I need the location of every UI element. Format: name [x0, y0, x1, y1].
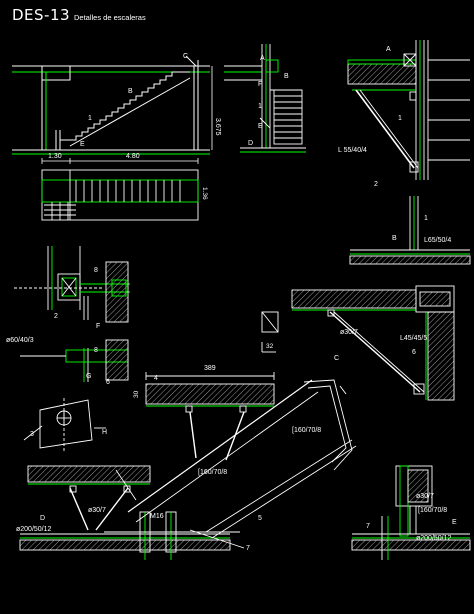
bolt-m16-label: M16 — [150, 513, 164, 520]
detail-E-base — [351, 465, 471, 560]
detail-C-connection — [261, 285, 455, 401]
angle-45-label: L45/45/5 — [400, 335, 427, 342]
label-1-top: 1 — [88, 115, 92, 122]
label-2-right: 2 — [374, 181, 378, 188]
rod-30-label-a: ø30/7 — [88, 507, 106, 514]
detail-H-plate — [23, 398, 106, 452]
label-A-mid: A — [260, 55, 265, 62]
rod-30-label-b: ø30/7 — [340, 329, 358, 336]
label-1-base: 1 — [424, 215, 428, 222]
label-5-bottom: 5 — [258, 515, 262, 522]
label-2-left: 2 — [54, 313, 58, 320]
tube-60-label: ø60/40/3 — [6, 337, 34, 344]
dim-3675: 3.675 — [214, 118, 221, 136]
label-E-right: E — [452, 519, 457, 526]
label-G: G — [86, 373, 91, 380]
label-8-b: 8 — [94, 347, 98, 354]
label-8-a: 8 — [94, 267, 98, 274]
label-7-right: 7 — [366, 523, 370, 530]
stair-plan — [41, 169, 199, 221]
stair-section-elevation — [12, 55, 210, 155]
sheet-code: DES-13 — [12, 6, 71, 24]
label-E-top: E — [80, 141, 85, 148]
dim-32: 32 — [266, 343, 274, 350]
label-B-top: B — [128, 88, 133, 95]
label-E-mid: E — [258, 123, 263, 130]
detail-B-base — [349, 196, 471, 265]
channel-160-label-b: [160/70/8 — [198, 469, 227, 476]
label-7-bottom: 7 — [246, 545, 250, 552]
label-4-center: 4 — [154, 375, 158, 382]
label-3-H: 3 — [30, 431, 34, 438]
dim-480: 4.80 — [126, 153, 140, 160]
label-B-mid: B — [284, 73, 289, 80]
detail-tube-column — [14, 246, 130, 382]
angle-55-label: L 55/40/4 — [338, 147, 367, 154]
detail-stringer-top — [347, 40, 470, 180]
label-D-bottom: D — [40, 515, 45, 522]
dim-130: 1.30 — [48, 153, 62, 160]
detail-stringer-main — [115, 372, 357, 539]
dim-389: 389 — [204, 365, 216, 372]
detail-D-support — [19, 465, 245, 560]
label-H: H — [102, 429, 107, 436]
label-6-left: 6 — [106, 379, 110, 386]
label-F-left: F — [96, 323, 100, 330]
dimension-row-plan — [41, 158, 199, 164]
label-C-top: C — [183, 53, 188, 60]
detail-landing-section — [224, 44, 306, 153]
channel-160-label-c: [160/70/8 — [418, 507, 447, 514]
label-D-mid: D — [248, 140, 253, 147]
label-A-right: A — [386, 46, 391, 53]
label-6-right: 6 — [412, 349, 416, 356]
rod-30-label-c: ø30/7 — [416, 493, 434, 500]
label-1-mid: 1 — [258, 103, 262, 110]
dim-136: 1.36 — [201, 187, 208, 200]
label-F-mid: F — [258, 81, 262, 88]
channel-160-label-a: [160/70/8 — [292, 427, 321, 434]
sheet-subtitle: Detalles de escaleras — [74, 13, 146, 22]
label-1-right: 1 — [398, 115, 402, 122]
dim-30: 30 — [133, 390, 140, 398]
angle-65-label: L65/50/4 — [424, 237, 451, 244]
plate-200-label-a: ø200/50/12 — [16, 526, 52, 533]
plate-200-label-b: ø200/50/12 — [416, 535, 452, 542]
label-B-base: B — [392, 235, 397, 242]
label-C-right: C — [334, 355, 339, 362]
